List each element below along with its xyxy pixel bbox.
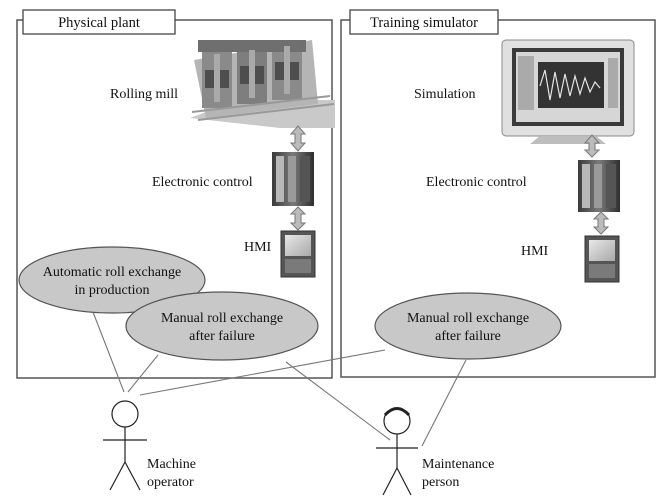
- double-arrow-control-hmi: [289, 206, 307, 231]
- plant-control-cabinet-image: [272, 152, 314, 206]
- machine-operator-stick-figure: [103, 400, 147, 491]
- manual-sim-line1: Manual roll exchange: [407, 311, 529, 326]
- use-case-manual-roll-exchange-sim: Manual roll exchange after failure: [374, 292, 562, 360]
- maintenance-person-label-line1: Maintenance: [422, 457, 494, 472]
- manual-plant-line1: Manual roll exchange: [161, 311, 283, 326]
- double-arrow-mill-control: [289, 125, 307, 152]
- machine-operator-label-line1: Machine: [147, 457, 196, 472]
- sim-hmi-image: [584, 235, 620, 283]
- rolling-mill-image: [190, 40, 335, 128]
- physical-plant-title-box: [22, 9, 176, 35]
- plant-hmi-image: [280, 230, 316, 278]
- use-case-automatic-roll-exchange: Automatic roll exchange in production: [18, 246, 206, 314]
- plant-hmi-label: HMI: [244, 240, 272, 255]
- simulation-monitor-image: [501, 39, 635, 144]
- double-arrow-sim-control: [583, 134, 601, 158]
- manual-sim-line2: after failure: [435, 329, 501, 344]
- sim-control-label: Electronic control: [426, 175, 527, 190]
- double-arrow-sim-control-hmi: [592, 211, 610, 235]
- maintenance-person-label-line2: person: [422, 475, 459, 490]
- manual-plant-line2: after failure: [189, 329, 255, 344]
- use-case-manual-roll-exchange-plant: Manual roll exchange after failure: [125, 291, 319, 361]
- simulation-label: Simulation: [414, 87, 475, 102]
- rolling-mill-label: Rolling mill: [110, 87, 178, 102]
- training-simulator-title-box: [349, 9, 499, 35]
- maintenance-person-stick-figure: [376, 407, 418, 496]
- machine-operator-label-line2: operator: [147, 475, 194, 490]
- association-lines: [92, 311, 467, 447]
- auto-exchange-line1: Automatic roll exchange: [43, 265, 181, 280]
- sim-control-cabinet-image: [578, 160, 620, 212]
- plant-control-label: Electronic control: [152, 175, 253, 190]
- training-simulator-title: Training simulator: [370, 15, 478, 31]
- sim-hmi-label: HMI: [521, 244, 549, 259]
- physical-plant-title: Physical plant: [58, 15, 140, 31]
- auto-exchange-line2: in production: [74, 283, 149, 298]
